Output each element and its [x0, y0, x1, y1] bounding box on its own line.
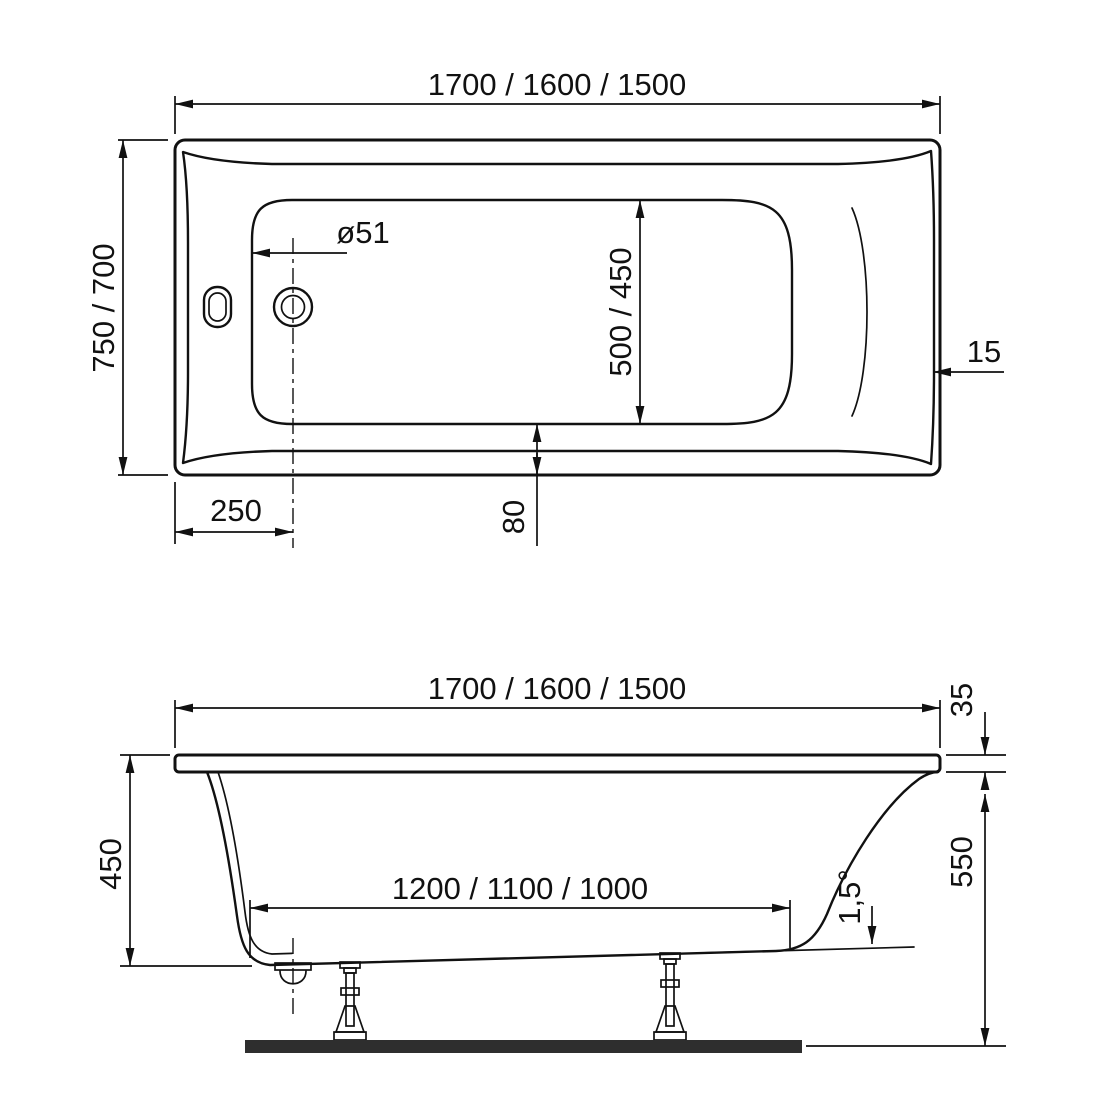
backrest-contour-line — [851, 207, 868, 417]
dim-total-height-label: 550 — [944, 836, 979, 888]
dim-top-width-label: 750 / 700 — [86, 243, 121, 372]
dim-edge-label: 15 — [967, 334, 1001, 369]
dim-top-length-label: 1700 / 1600 / 1500 — [428, 67, 687, 102]
dim-depth: 450 — [93, 754, 252, 967]
dim-bottom-length-label: 1200 / 1100 / 1000 — [392, 871, 648, 906]
foot-base-plate — [333, 1031, 367, 1041]
drain-outer-circle — [272, 286, 314, 328]
foot-rod — [345, 972, 355, 1027]
drain-icon — [272, 286, 314, 328]
foot-nut — [340, 987, 360, 996]
dim-slope-angle: 1,5° — [699, 869, 915, 954]
foot-left-icon — [333, 961, 367, 1041]
foot-rod — [665, 963, 675, 1027]
dim-slope-angle-label: 1,5° — [832, 869, 867, 925]
overflow-inner — [208, 292, 227, 322]
tub-rim-side — [173, 753, 942, 774]
dim-drain-diameter: ø51 — [252, 215, 390, 548]
tub-inner-wall-line — [217, 771, 293, 955]
dim-drain-offset: 250 — [174, 482, 293, 544]
dim-bottom-edge-80: 80 — [496, 424, 542, 546]
base-board — [245, 1040, 802, 1053]
dim-top-width: 750 / 700 — [86, 139, 168, 476]
top-view: 1700 / 1600 / 1500 750 / 700 ø51 500 / 4… — [86, 67, 1004, 548]
dim-inner-width-label: 500 / 450 — [603, 247, 638, 376]
dim-total-height: 550 — [944, 794, 990, 1046]
foot-cone — [334, 1005, 366, 1033]
side-view: 1700 / 1600 / 1500 450 1200 / 1100 / 100… — [93, 671, 1006, 1053]
dim-edge-15: 15 — [933, 334, 1004, 377]
dim-bottom-edge-label: 80 — [496, 500, 531, 534]
tub-bottom-edge — [250, 198, 794, 426]
overflow-icon — [202, 285, 233, 329]
dim-depth-label: 450 — [93, 838, 128, 890]
dim-side-length-label: 1700 / 1600 / 1500 — [428, 671, 687, 706]
dim-side-length: 1700 / 1600 / 1500 — [174, 671, 941, 748]
dim-rim-height: 35 — [944, 683, 1006, 790]
drain-trap-icon — [274, 938, 312, 1014]
foot-cone — [654, 1005, 686, 1033]
dim-inner-width: 500 / 450 — [603, 200, 645, 424]
dim-bottom-length: 1200 / 1100 / 1000 — [249, 871, 791, 958]
dim-drain-diameter-label: ø51 — [336, 215, 389, 250]
foot-base-plate — [653, 1031, 687, 1041]
slope-reference-line — [699, 946, 915, 954]
foot-right-icon — [653, 952, 687, 1041]
dim-top-length: 1700 / 1600 / 1500 — [174, 67, 941, 134]
dim-rim-height-label: 35 — [944, 683, 979, 717]
dim-drain-offset-label: 250 — [210, 493, 262, 528]
drain-inner-circle — [280, 294, 306, 320]
foot-nut — [660, 979, 680, 988]
overflow-outer — [202, 285, 233, 329]
tub-body-profile — [205, 770, 940, 967]
tub-opening-edge — [181, 149, 936, 466]
tub-outer-edge-top — [173, 138, 942, 477]
